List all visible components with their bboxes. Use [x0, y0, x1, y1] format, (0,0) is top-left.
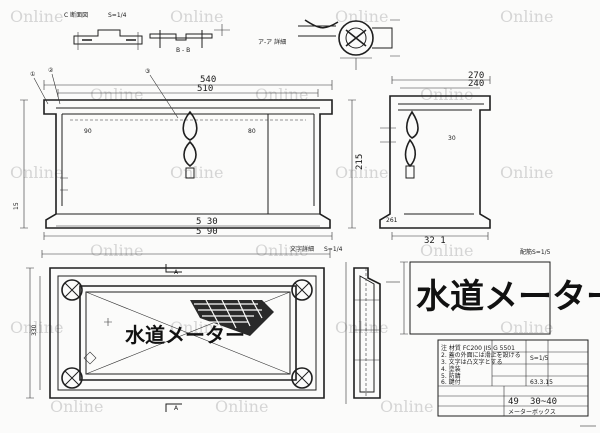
svg-text:S=1/4: S=1/4: [324, 246, 343, 253]
watermark-text: Online: [10, 7, 63, 26]
svg-text:文字詳細: 文字詳細: [290, 245, 314, 253]
side-section: [345, 262, 400, 404]
watermark-text: Online: [380, 397, 433, 416]
note-line: 6. 鍵付: [441, 378, 461, 386]
svg-text:261: 261: [386, 217, 398, 224]
lid-text: 水道メーター: [125, 323, 245, 347]
svg-text:ア-ア 詳細: ア-ア 詳細: [258, 38, 286, 46]
watermark-layer: Online Online Online Online Online Onlin…: [10, 7, 553, 416]
dim-270: 270: [468, 71, 484, 81]
dim-530: 5 30: [196, 217, 218, 227]
svg-text:15: 15: [13, 202, 20, 210]
plan-view: 水道メーター A A 330: [26, 250, 331, 412]
title-box-text: 水道メーター: [416, 277, 600, 317]
front-elevation: 540 510 ① ② ③ 90 80 15 215 5 30 5 90: [13, 67, 365, 240]
watermark-text: Online: [170, 163, 223, 182]
svg-text:配筋S=1/5: 配筋S=1/5: [520, 248, 551, 256]
watermark-text: Online: [215, 397, 268, 416]
watermark-text: Online: [500, 318, 553, 337]
svg-text:C 断面図: C 断面図: [64, 11, 88, 19]
title-block: 注 材質 FC200 JIS G 5501 2. 蓋の外面には滑止を設ける 3.…: [437, 339, 589, 417]
grip-pattern: [190, 299, 274, 336]
note-line: 2. 蓋の外面には滑止を設ける: [441, 351, 521, 359]
svg-text:B - B: B - B: [176, 47, 190, 54]
note-line: 注 材質 FC200 JIS G 5501: [441, 344, 515, 352]
dim-540: 540: [200, 75, 216, 85]
title-number: 49: [508, 397, 519, 407]
svg-text:30: 30: [448, 135, 456, 142]
callout-1: ①: [30, 71, 35, 78]
dim-240: 240: [468, 79, 484, 89]
watermark-text: Online: [10, 163, 63, 182]
detail-section-b: B - B: [149, 24, 230, 54]
corner-boss: [61, 279, 313, 389]
svg-text:S=1/4: S=1/4: [108, 12, 127, 19]
title-scale: S=1/5: [530, 355, 549, 362]
watermark-text: Online: [335, 318, 388, 337]
svg-text:330: 330: [31, 324, 38, 336]
watermark-text: Online: [500, 163, 553, 182]
watermark-text: Online: [255, 241, 308, 260]
watermark-text: Online: [50, 397, 103, 416]
watermark-text: Online: [500, 7, 553, 26]
watermark-text: Online: [90, 85, 143, 104]
title-date: 63.3.15: [530, 379, 553, 386]
side-elevation: 270 240 30 32 1 261: [379, 71, 491, 246]
watermark-text: Online: [420, 85, 473, 104]
note-line: 3. 文字は凸文字とする: [441, 358, 502, 366]
dim-215: 215: [355, 154, 365, 170]
plan-labels: 文字詳細 S=1/4 配筋S=1/5: [290, 245, 551, 256]
dim-510: 510: [197, 84, 213, 94]
title-name: メーターボックス: [508, 408, 556, 416]
watermark-text: Online: [255, 85, 308, 104]
detail-section-c: C 断面図 S=1/4: [64, 11, 143, 50]
svg-text:90: 90: [84, 128, 92, 135]
watermark-text: Online: [420, 241, 473, 260]
callout-3: ③: [145, 68, 150, 75]
note-line: 5. 防錆: [441, 372, 461, 380]
svg-text:A: A: [174, 405, 179, 412]
title-size: 30~40: [530, 397, 557, 407]
watermark-text: Online: [335, 163, 388, 182]
note-line: 4. 塗装: [441, 365, 461, 373]
watermark-text: Online: [170, 7, 223, 26]
svg-text:80: 80: [248, 128, 256, 135]
dim-590: 5 90: [196, 227, 218, 237]
title-text-box: 水道メーター: [400, 261, 600, 335]
watermark-text: Online: [335, 7, 388, 26]
watermark-text: Online: [170, 318, 223, 337]
callout-2: ②: [48, 67, 54, 74]
chain-detail: ア-ア 詳細: [258, 19, 400, 70]
dim-321: 32 1: [424, 236, 446, 246]
watermark-text: Online: [90, 241, 143, 260]
